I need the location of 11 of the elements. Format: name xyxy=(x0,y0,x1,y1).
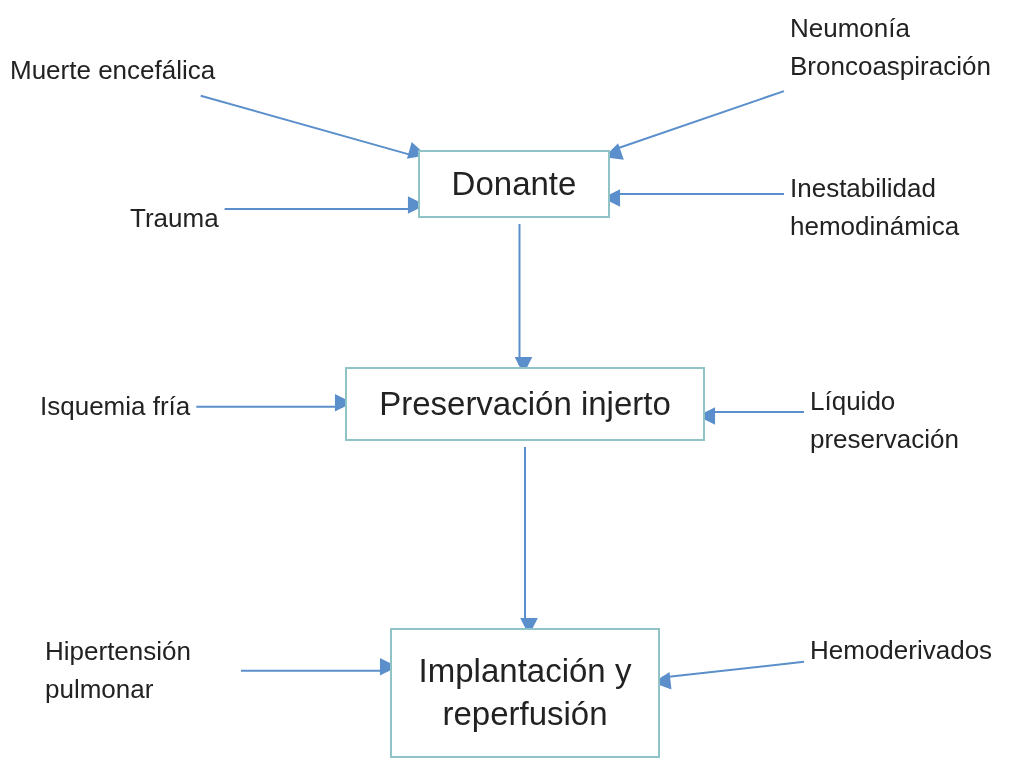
factor-label: Inestabilidad hemodinámica xyxy=(790,170,1010,246)
process-box: Preservación injerto xyxy=(345,367,705,441)
process-box: Implantación y reperfusión xyxy=(390,628,660,758)
factor-label: Hemoderivados xyxy=(810,632,993,670)
factor-label: Líquido preservación xyxy=(810,383,1010,459)
factor-label: Trauma xyxy=(130,200,219,238)
factor-label: Muerte encefálica xyxy=(10,52,216,90)
factor-label: Hipertensión pulmonar xyxy=(45,633,235,709)
factor-label: Isquemia fría xyxy=(40,388,191,426)
process-box: Donante xyxy=(418,150,610,218)
factor-label: Neumonía Broncoaspiración xyxy=(790,10,1030,86)
